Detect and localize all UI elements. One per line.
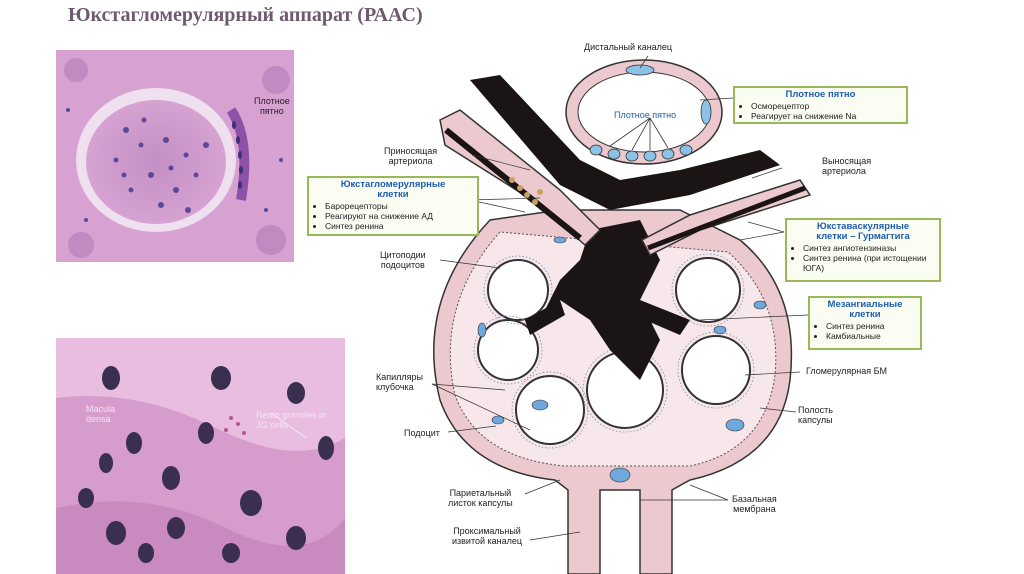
box-macula-densa: Плотное пятно Осморецептор Реагирует на … xyxy=(733,86,908,124)
label-macula-inner: Плотное пятно xyxy=(614,110,676,120)
label-glom-bm: Гломерулярная БМ xyxy=(806,366,887,376)
label-distal-tubule: Дистальный каналец xyxy=(584,42,672,52)
label-podocyte: Подоцит xyxy=(404,428,440,438)
